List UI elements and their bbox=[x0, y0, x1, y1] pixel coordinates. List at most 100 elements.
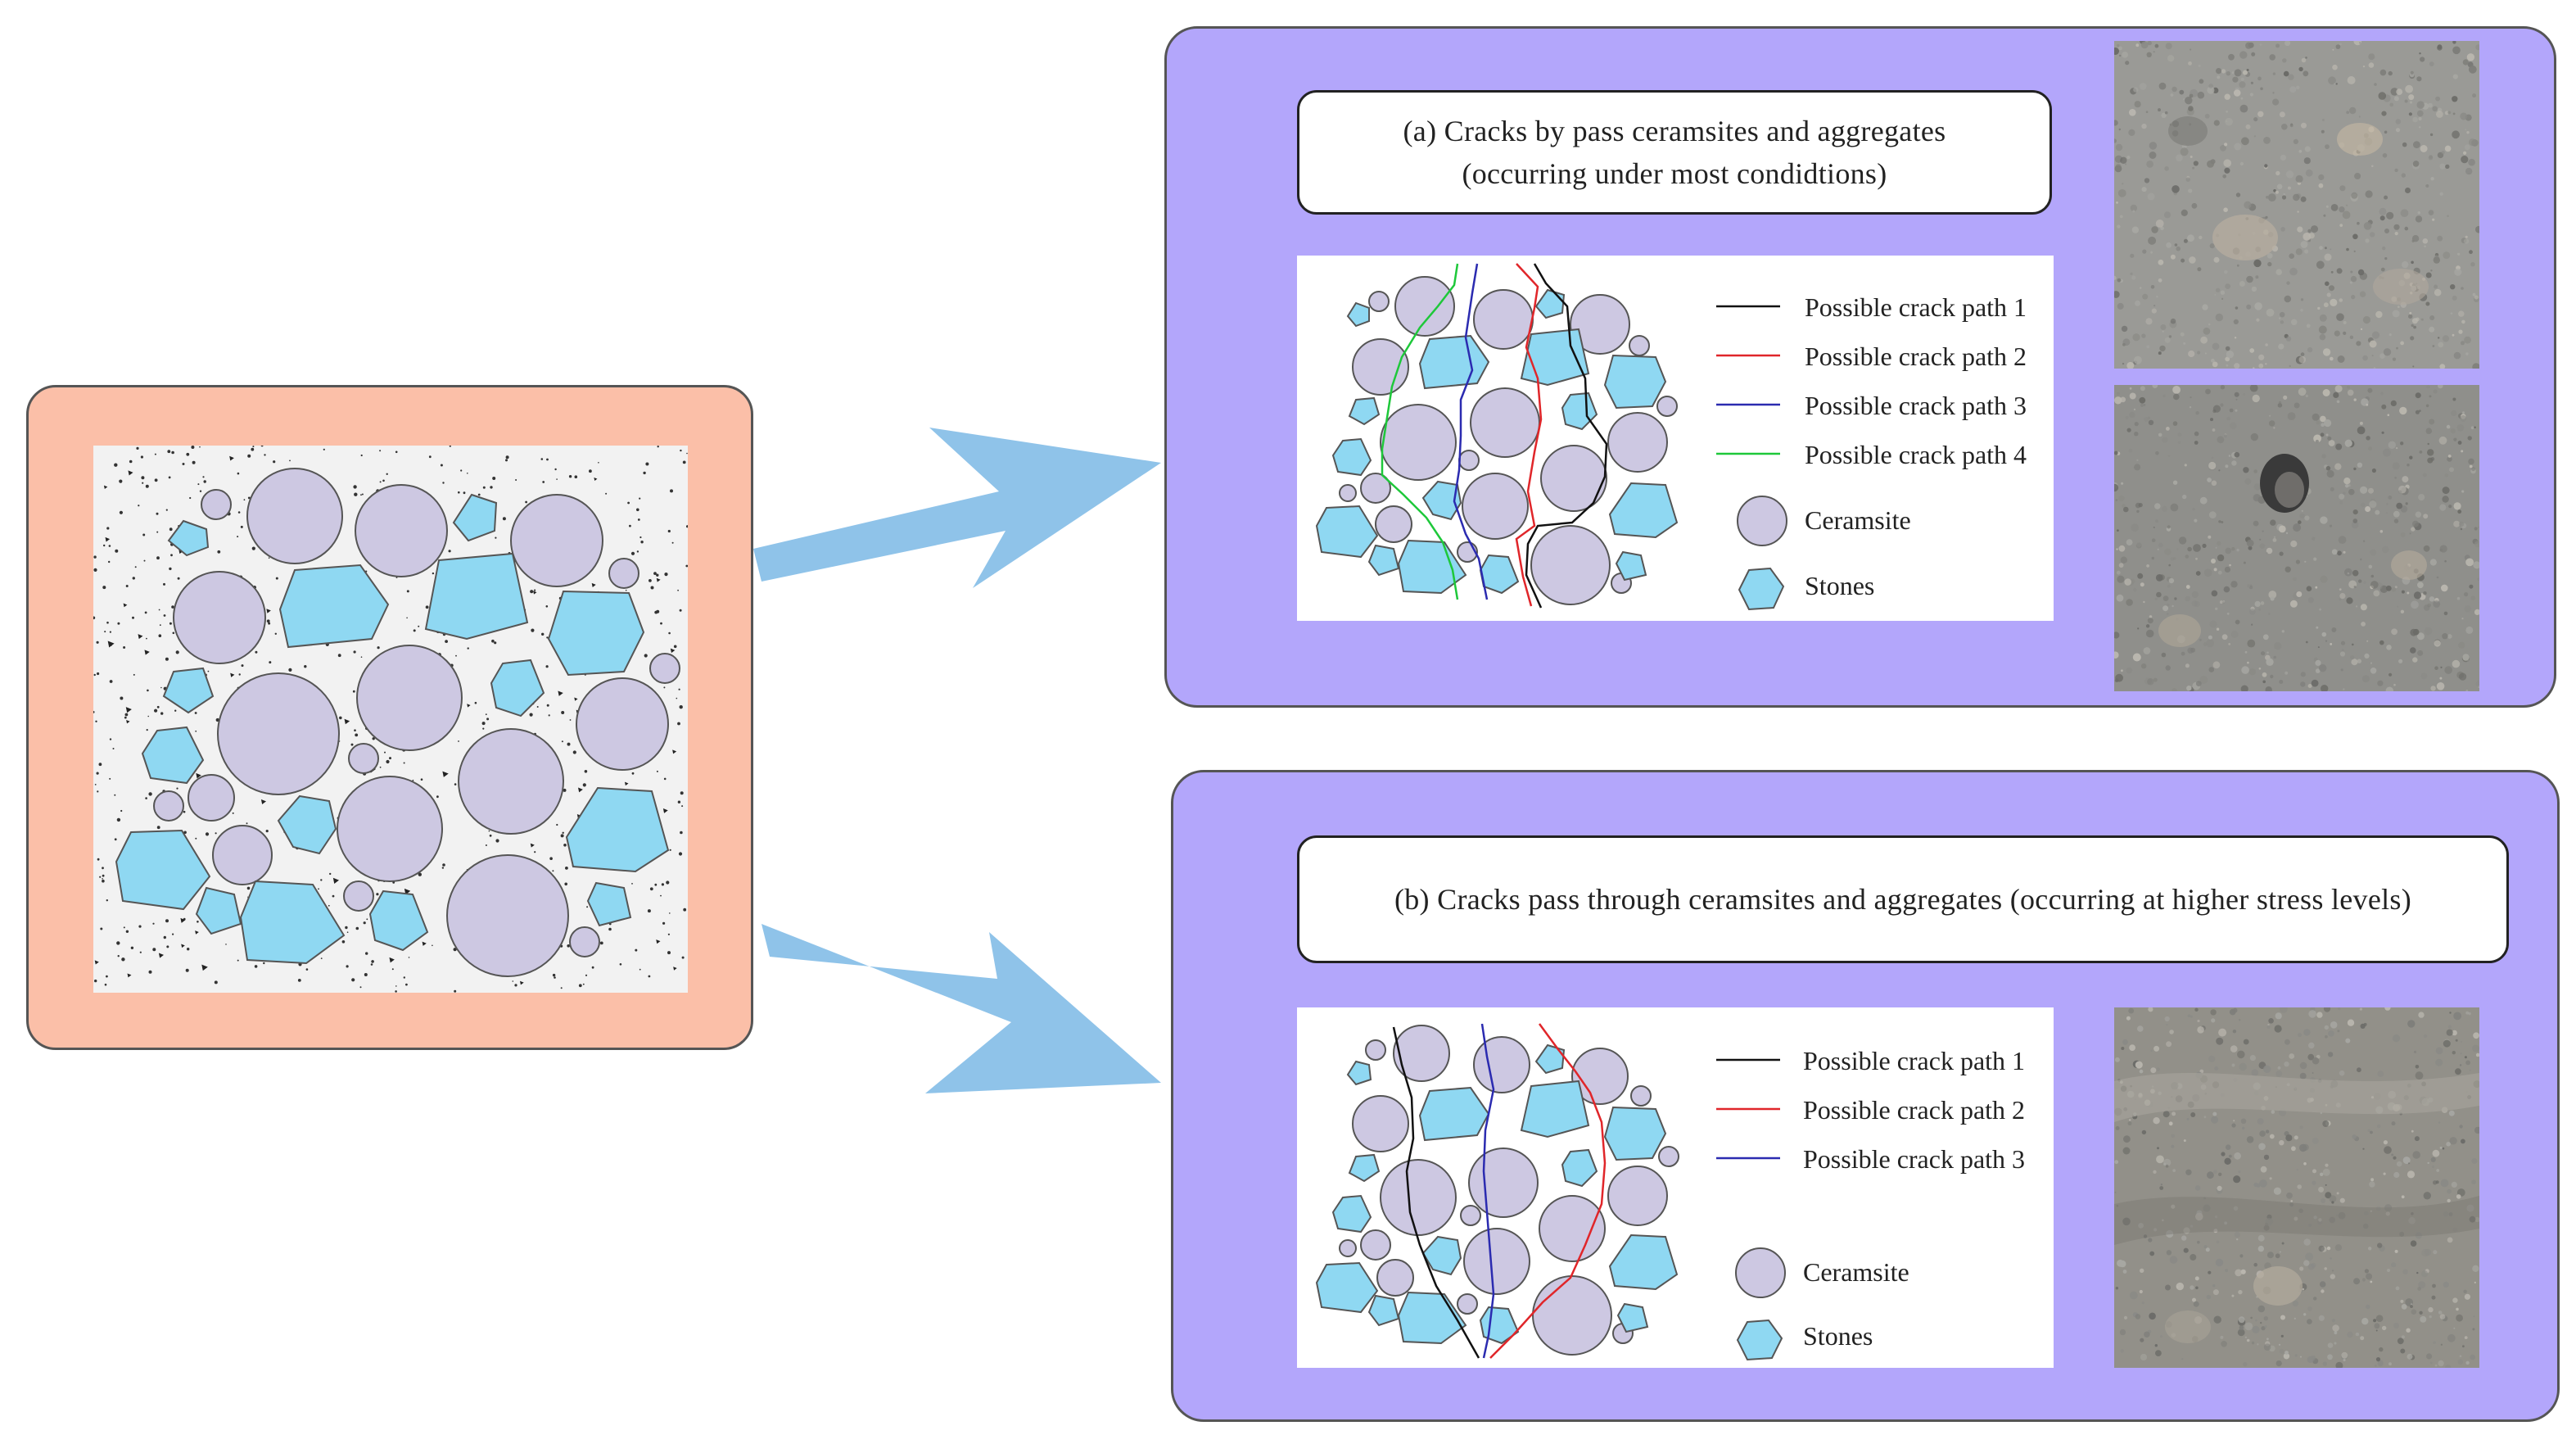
ceramsite-particle bbox=[173, 571, 266, 664]
ceramsite-particle bbox=[355, 484, 448, 577]
stone-particle bbox=[115, 829, 211, 911]
panel-a-legend: Possible crack path 1 Possible crack pat… bbox=[1716, 292, 2027, 611]
legend-a-stones: Stones bbox=[1805, 571, 1874, 600]
legend-a-ceramsite: Ceramsite bbox=[1805, 505, 1911, 535]
panel-b-crack-diagram: Possible crack path 1 Possible crack pat… bbox=[1297, 1007, 2054, 1368]
upper-arrow-icon bbox=[753, 428, 1161, 588]
ceramsite-particle bbox=[343, 880, 374, 912]
ceramsite-particle bbox=[1570, 294, 1630, 355]
ceramsite-particle bbox=[649, 653, 680, 684]
ceramsite-particle bbox=[212, 825, 273, 885]
ceramsite-particle bbox=[1380, 1159, 1457, 1236]
ceramsite-particle bbox=[576, 677, 669, 771]
panel-a-crack-diagram: Possible crack path 1 Possible crack pat… bbox=[1297, 256, 2054, 621]
panel-a-title-line1: (a) Cracks by pass ceramsites and aggreg… bbox=[1403, 115, 1946, 147]
ceramsite-particle bbox=[1470, 387, 1540, 458]
legend-a-path-2: Possible crack path 2 bbox=[1805, 342, 2027, 371]
crack-path-4 bbox=[1381, 263, 1459, 600]
ceramsite-particle bbox=[1360, 473, 1391, 504]
ceramsite-particle bbox=[246, 468, 343, 564]
ceramsite-legend-icon bbox=[1737, 496, 1787, 546]
stone-particle bbox=[1346, 1060, 1372, 1086]
stone-particle bbox=[1331, 1194, 1372, 1234]
stone-particle bbox=[1479, 554, 1520, 595]
stone-particle bbox=[141, 726, 205, 785]
fracture-surface-photo-a1 bbox=[2114, 41, 2479, 369]
ceramsite-particle bbox=[348, 743, 379, 774]
ceramsite-particle bbox=[1394, 276, 1455, 337]
legend-b-path-2: Possible crack path 2 bbox=[1803, 1095, 2025, 1125]
stone-particle bbox=[1397, 539, 1467, 595]
stone-particle bbox=[1603, 354, 1667, 410]
ceramsite-particle bbox=[1468, 1148, 1539, 1218]
ceramsite-particle bbox=[1352, 1095, 1409, 1152]
ceramsite-particle bbox=[356, 645, 463, 751]
legend-a-path-4: Possible crack path 4 bbox=[1805, 440, 2027, 469]
crack-path-3 bbox=[1453, 263, 1489, 600]
legend-a-path-1: Possible crack path 1 bbox=[1805, 292, 2027, 322]
ceramsite-particle bbox=[1339, 1239, 1357, 1257]
stone-particle bbox=[277, 794, 337, 855]
ceramsite-particle bbox=[1393, 1025, 1450, 1082]
crack-path-3 bbox=[1480, 1023, 1495, 1359]
stone-particle bbox=[1418, 1086, 1490, 1142]
stone-particle bbox=[1348, 396, 1381, 426]
stone-particle bbox=[1534, 288, 1566, 319]
stone-particle bbox=[586, 881, 632, 927]
stone-particle bbox=[1561, 392, 1598, 431]
legend-b-path-1: Possible crack path 1 bbox=[1803, 1046, 2025, 1075]
stone-particle bbox=[239, 880, 346, 965]
stone-particle bbox=[1348, 1153, 1381, 1183]
stone-particle bbox=[565, 786, 670, 873]
ceramsite-particle bbox=[1352, 338, 1409, 396]
ceramsite-particle bbox=[1629, 335, 1650, 356]
ceramsite-legend-icon bbox=[1735, 1247, 1786, 1298]
ceramsite-particle bbox=[1540, 445, 1607, 512]
ceramsite-particle bbox=[337, 776, 443, 882]
ceramsite-particle bbox=[1630, 1085, 1652, 1107]
stone-particle bbox=[1534, 1043, 1566, 1075]
legend-b-path-3: Possible crack path 3 bbox=[1803, 1144, 2025, 1174]
ceramsite-particle bbox=[1607, 1166, 1668, 1226]
ceramsite-particle bbox=[446, 854, 569, 977]
crack-path-2 bbox=[1489, 1023, 1607, 1359]
stone-particle bbox=[368, 889, 429, 952]
ceramsite-particle bbox=[608, 558, 639, 589]
panel-a-title: (a) Cracks by pass ceramsites and aggreg… bbox=[1297, 90, 2052, 215]
stone-particle bbox=[424, 552, 529, 641]
ceramsite-particle bbox=[1460, 1205, 1481, 1226]
ceramsite-particle bbox=[1530, 525, 1611, 605]
stone-particle bbox=[1479, 1306, 1520, 1345]
panel-b-title: (b) Cracks pass through ceramsites and a… bbox=[1297, 835, 2509, 963]
stone-particle bbox=[1315, 505, 1379, 559]
stone-particle bbox=[1367, 1294, 1400, 1327]
stone-particle bbox=[1616, 1302, 1649, 1333]
stone-legend-icon bbox=[1736, 1319, 1783, 1361]
legend-b-ceramsite: Ceramsite bbox=[1803, 1257, 1909, 1287]
stone-particle bbox=[278, 564, 390, 649]
ceramsite-particle bbox=[569, 926, 600, 957]
legend-a-path-3: Possible crack path 3 bbox=[1805, 391, 2027, 420]
stone-particle bbox=[1315, 1261, 1379, 1314]
crack-path-2 bbox=[1515, 263, 1543, 607]
stone-particle bbox=[162, 667, 215, 714]
panel-a-title-line2: (occurring under most condidtions) bbox=[1462, 157, 1887, 190]
crack-path-1 bbox=[1525, 263, 1608, 609]
stone-particle bbox=[547, 590, 645, 677]
ceramsite-particle bbox=[1457, 1293, 1478, 1315]
ceramsite-particle bbox=[1365, 1039, 1386, 1061]
ceramsite-particle bbox=[1539, 1195, 1606, 1262]
ceramsite-particle bbox=[1473, 289, 1534, 350]
ceramsite-particle bbox=[1368, 291, 1390, 312]
ceramsite-particle bbox=[153, 790, 184, 822]
ceramsite-particle bbox=[1656, 396, 1678, 417]
ceramsite-particle bbox=[1571, 1048, 1629, 1105]
crack-path-1 bbox=[1392, 1026, 1480, 1359]
stone-particle bbox=[1418, 334, 1490, 390]
stone-particle bbox=[1608, 1234, 1679, 1291]
stone-particle bbox=[1331, 437, 1372, 477]
stone-particle bbox=[167, 519, 210, 557]
stone-particle bbox=[1520, 328, 1590, 387]
ceramsite-particle bbox=[1607, 412, 1668, 473]
ceramsite-particle bbox=[1473, 1036, 1530, 1093]
